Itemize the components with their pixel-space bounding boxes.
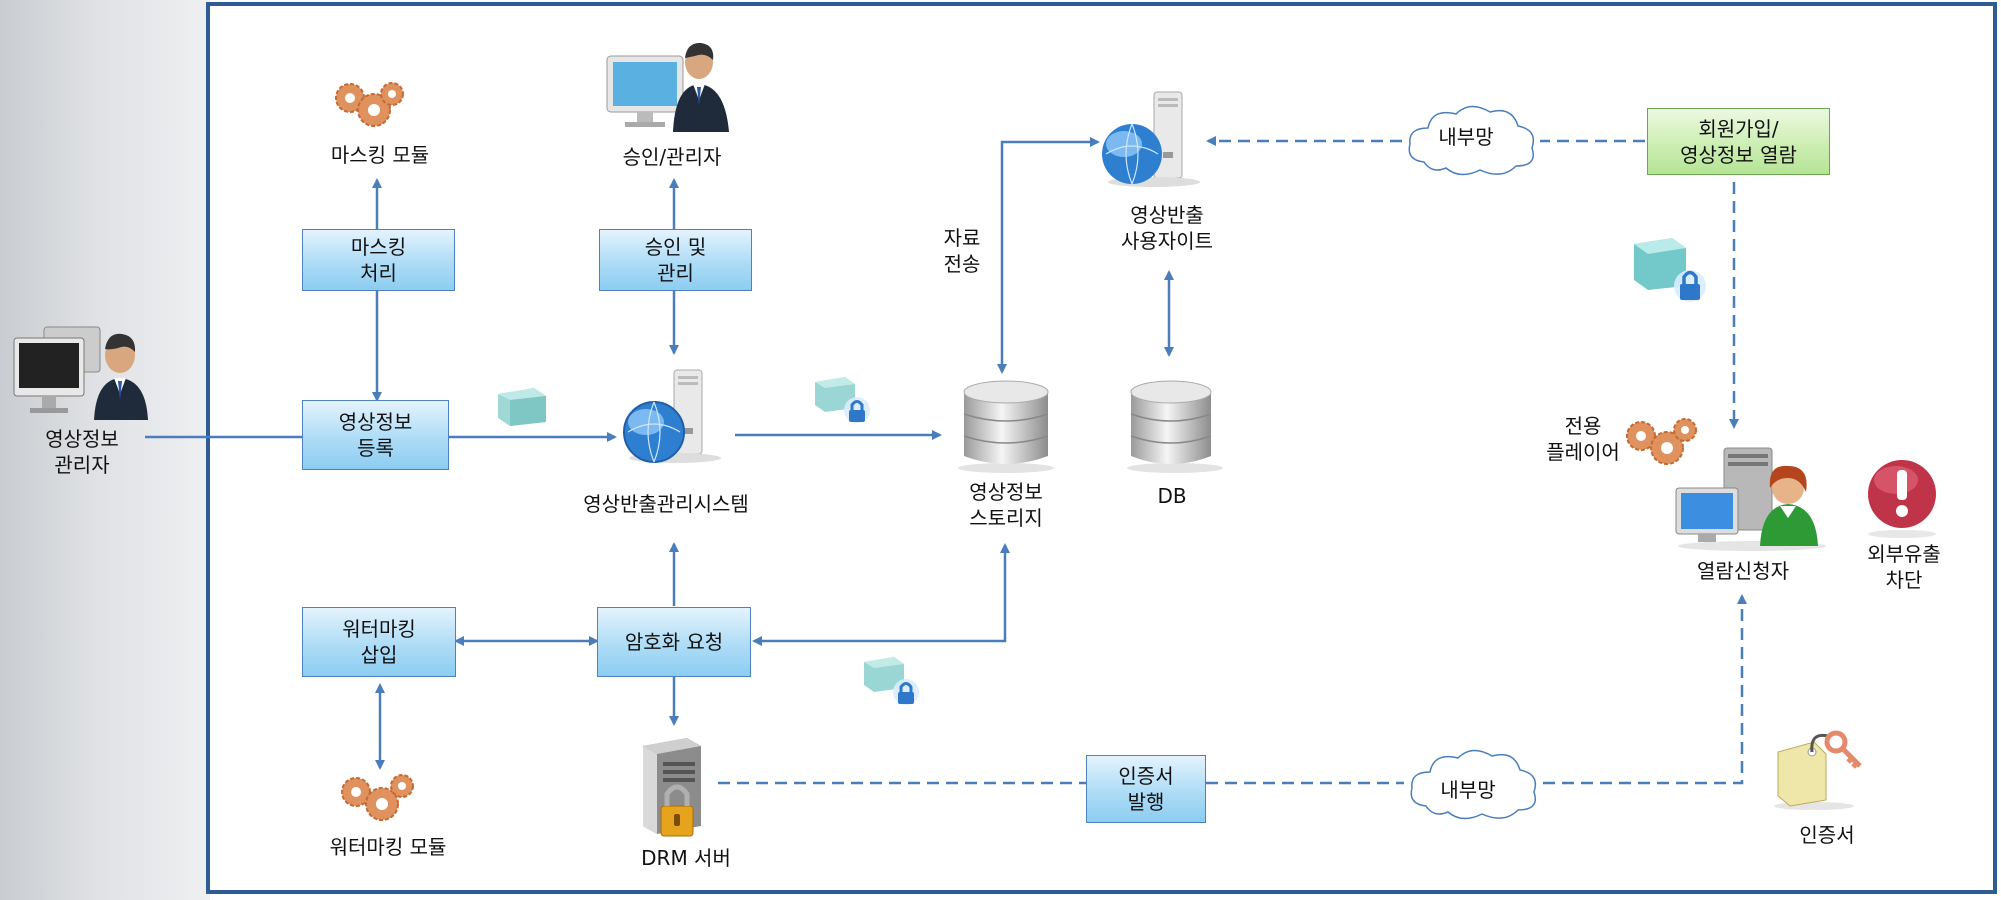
left-gradient-panel <box>0 0 210 900</box>
cert-issue-box[interactable]: 인증서 발행 <box>1086 755 1206 823</box>
approver-label: 승인/관리자 <box>622 145 722 169</box>
database-icon <box>956 378 1056 474</box>
user-computer-icon <box>8 322 153 422</box>
video-manager-label: 영상정보 관리자 <box>45 427 119 477</box>
cloud-icon <box>1402 100 1542 180</box>
masking-box[interactable]: 마스킹 처리 <box>302 229 455 291</box>
warning-icon <box>1862 456 1942 540</box>
gears-icon <box>330 76 410 134</box>
edge-encrypt-storage <box>752 543 1010 646</box>
database-icon <box>1125 378 1225 474</box>
system-label: 영상반출관리시스템 <box>583 492 749 516</box>
globe-server-icon <box>1098 88 1210 190</box>
db-label: DB <box>1157 484 1187 508</box>
person-pc-icon <box>1672 444 1832 552</box>
dedicated-player-label: 전용 플레이어 <box>1546 414 1620 464</box>
data-transfer-label: 자료 전송 <box>943 226 981 276</box>
lock-cube-icon <box>862 654 920 706</box>
member-join-box[interactable]: 회원가입/ 영상정보 열람 <box>1647 108 1830 175</box>
storage-label: 영상정보 스토리지 <box>969 480 1043 530</box>
watermark-module-label: 워터마킹 모듈 <box>329 835 447 859</box>
edge-storage-site <box>997 137 1100 374</box>
globe-server-icon <box>620 366 730 466</box>
export-site-label: 영상반출 사용자이트 <box>1121 203 1213 253</box>
cloud-label: 내부망 <box>1440 778 1496 802</box>
block-leak-label: 외부유출 차단 <box>1867 542 1941 592</box>
lock-cube-icon <box>1630 232 1710 304</box>
cube-icon <box>494 384 550 428</box>
viewer-applicant-label: 열람신청자 <box>1697 559 1789 583</box>
user-computer-icon <box>603 36 733 132</box>
lock-cube-icon <box>813 374 871 424</box>
masking-module-label: 마스킹 모듈 <box>330 143 430 167</box>
gears-icon <box>336 768 420 828</box>
approval-box[interactable]: 승인 및 관리 <box>599 229 752 291</box>
registration-box[interactable]: 영상정보 등록 <box>302 400 449 470</box>
gears-icon <box>1623 412 1703 472</box>
drm-server-label: DRM 서버 <box>641 846 731 870</box>
watermark-insert-box[interactable]: 워터마킹 삽입 <box>302 607 456 677</box>
certificate-label: 인증서 <box>1799 823 1855 847</box>
cloud-icon <box>1404 742 1544 826</box>
cloud-label: 내부망 <box>1438 125 1494 149</box>
encryption-request-box[interactable]: 암호화 요청 <box>597 607 751 677</box>
key-tag-icon <box>1770 728 1866 810</box>
edge-cloud-viewer <box>1543 594 1747 785</box>
drm-server-lock-icon <box>633 734 713 842</box>
